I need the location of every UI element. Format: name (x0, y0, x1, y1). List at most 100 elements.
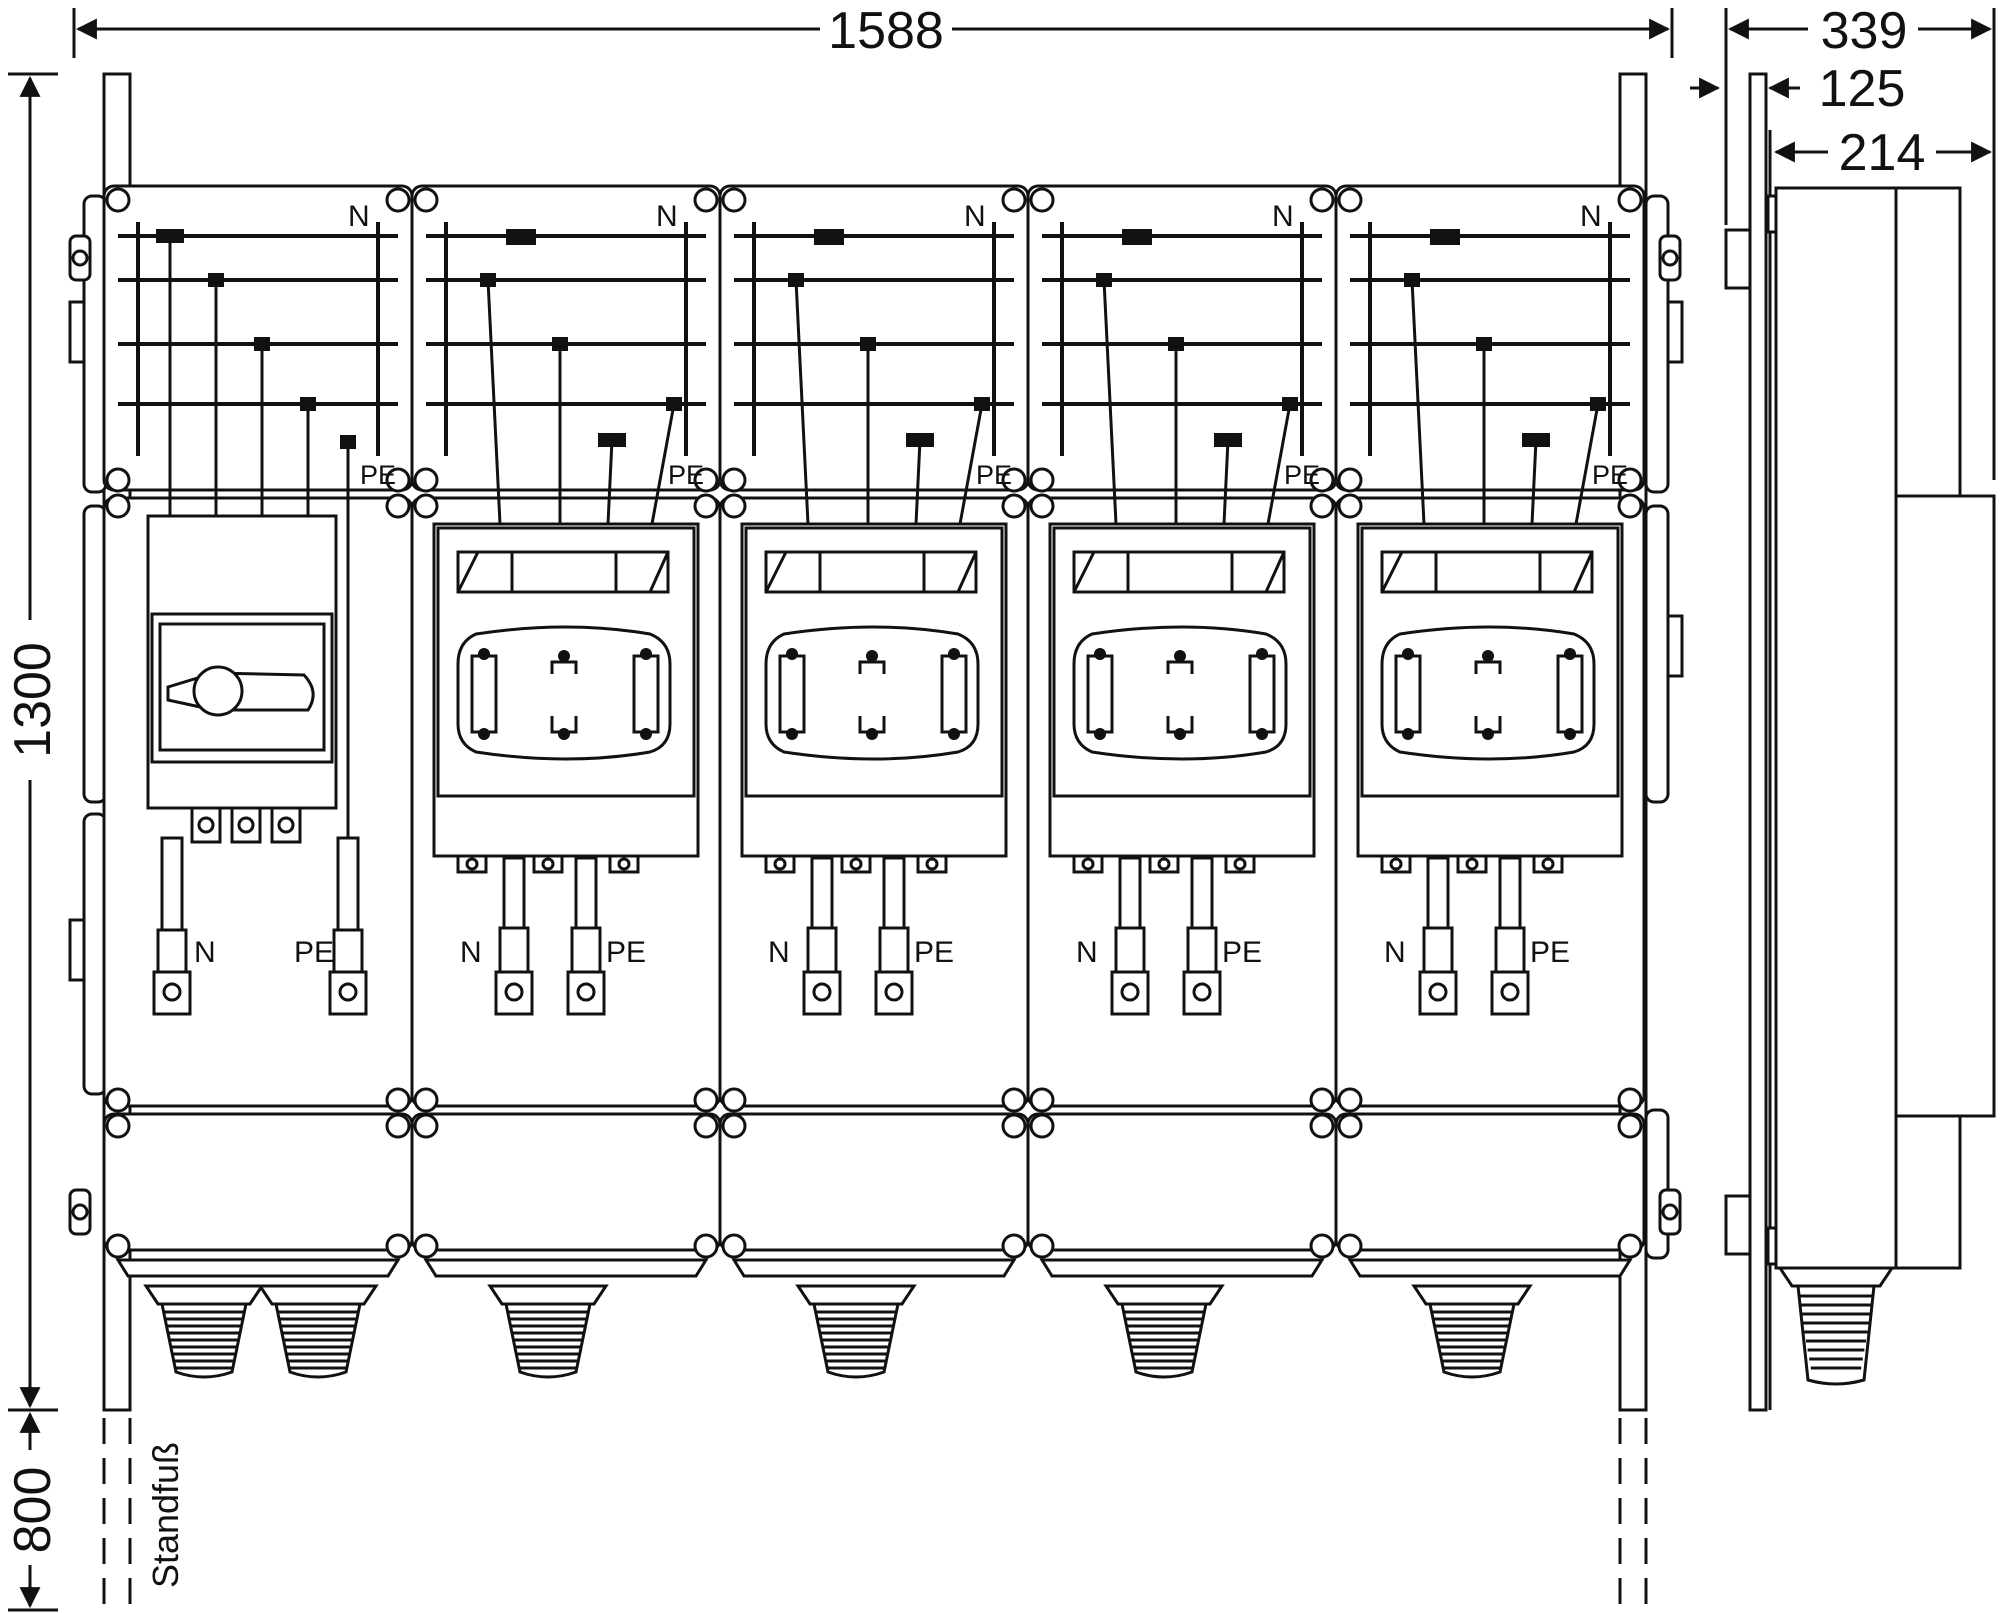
fuse-contact (948, 648, 960, 660)
screw-icon (105, 187, 131, 213)
screw-icon (721, 467, 747, 493)
screw-icon (721, 1087, 747, 1113)
terminal-block (840, 854, 872, 874)
gland-plate (1347, 1258, 1633, 1278)
screw-icon (1309, 1233, 1335, 1259)
foot-label: Standfuß (145, 1442, 186, 1588)
terminal-block (1148, 854, 1180, 874)
label-window-bevel (956, 551, 978, 593)
fuse-switch-body (1048, 522, 1316, 858)
busbar-tap-wire (606, 439, 614, 525)
label-window (1072, 550, 1286, 594)
cable-lug-body (1422, 926, 1454, 974)
busbar-pe-label: PE (360, 460, 396, 490)
dimension-foot-label: 800 (4, 1467, 62, 1554)
fuse-contact (1256, 648, 1268, 660)
cable-lug-label: PE (606, 936, 646, 969)
fuse-contact (1256, 728, 1268, 740)
fuse-contact (1094, 648, 1106, 660)
busbar-n-label: N (1580, 200, 1602, 233)
cable-lug-hole-icon (162, 982, 182, 1002)
fuse-contact (1094, 728, 1106, 740)
screw-icon (721, 187, 747, 213)
cable-lug-body (570, 926, 602, 974)
cable-gland-icon (1411, 1284, 1533, 1306)
busbar-tap-wire (1266, 403, 1292, 525)
terminal-block (1456, 854, 1488, 874)
busbar-tap-wire (1574, 403, 1600, 525)
fuse-contact (558, 728, 570, 740)
fuse-contact (1482, 650, 1494, 662)
connection-compartment (102, 1112, 414, 1252)
terminal-screw-icon (1465, 857, 1479, 871)
fuse-contact (786, 648, 798, 660)
screw-icon (1029, 1113, 1055, 1139)
cable-lug-hole-icon (576, 982, 596, 1002)
screw-icon (413, 1233, 439, 1259)
screw-icon (413, 187, 439, 213)
side-flanges (68, 194, 1684, 1260)
fuse-switch-cover (436, 526, 696, 798)
cable-lug-body (498, 926, 530, 974)
fuse-contact (1402, 648, 1414, 660)
label-window (764, 550, 978, 594)
terminal-block (1380, 854, 1412, 874)
screw-icon (1029, 467, 1055, 493)
screw-icon (385, 1233, 411, 1259)
screw-icon (1001, 1087, 1027, 1113)
screw-icon (105, 467, 131, 493)
busbar-tap (1122, 229, 1152, 245)
screw-icon (1029, 1087, 1055, 1113)
cable-lug-eye (802, 970, 842, 1016)
screw-icon (1309, 187, 1335, 213)
busbar-tap-wire (794, 279, 810, 525)
side-view (1724, 72, 1996, 1412)
dimension-depth-label: 339 (1821, 2, 1908, 60)
dimension-mount-label: 125 (1819, 60, 1906, 118)
terminal-screw-icon (925, 857, 939, 871)
fuse-switch-body (740, 522, 1008, 858)
screw-icon (693, 187, 719, 213)
cable-lug-eye (328, 970, 368, 1016)
screw-icon (385, 1087, 411, 1113)
cable-gland-icon (1103, 1284, 1225, 1306)
screw-icon (721, 1233, 747, 1259)
cable-lug-eye (494, 970, 534, 1016)
terminal-block (764, 854, 796, 874)
cable-gland-icon (487, 1284, 609, 1306)
screw-icon (1001, 493, 1027, 519)
busbar-tap-wire (1102, 279, 1118, 525)
terminal-screw-icon (849, 857, 863, 871)
fuse-contact (786, 728, 798, 740)
terminal-screw-icon (617, 857, 631, 871)
dimension-foot (8, 1411, 58, 1612)
screw-icon (105, 1233, 131, 1259)
fuse-switch-body (1356, 522, 1624, 858)
busbar-tap-wire (1222, 439, 1230, 525)
screw-icon (1309, 1087, 1335, 1113)
gland-plate (423, 1258, 709, 1278)
busbar-tap-wire (650, 403, 676, 525)
busbar-tap-wire (1530, 439, 1538, 525)
busbar-tap-wire (914, 439, 922, 525)
cable-lug-label: N (460, 936, 482, 969)
terminal-screw-icon (237, 816, 255, 834)
busbar-pe-label: PE (976, 460, 1012, 490)
fuse-switch-cover (1360, 526, 1620, 798)
screw-icon (1617, 1087, 1643, 1113)
screw-icon (1001, 1233, 1027, 1259)
screw-icon (693, 1087, 719, 1113)
screw-icon (1001, 467, 1027, 493)
side-gland-ribs (1798, 1294, 1874, 1370)
gland-plate (115, 1258, 401, 1278)
label-window-bevel (1264, 551, 1286, 593)
dimension-height (8, 72, 58, 1412)
cable-lug-body (156, 928, 188, 974)
screw-icon (1001, 1113, 1027, 1139)
label-window-bevel (456, 551, 480, 593)
busbar-tap (1430, 229, 1460, 245)
